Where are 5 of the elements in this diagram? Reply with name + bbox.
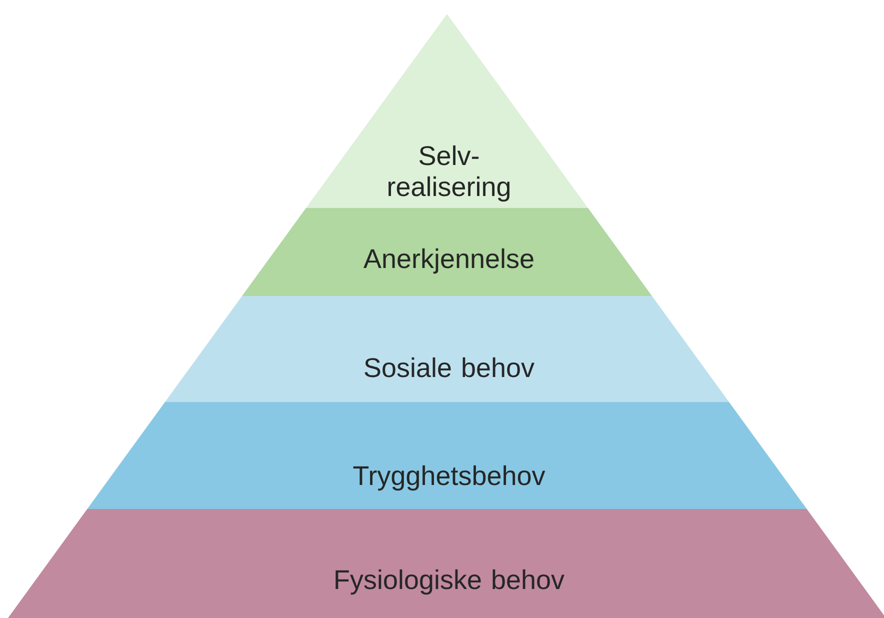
pyramid-level: Anerkjennelse xyxy=(242,208,652,296)
pyramid-level: Selv-realisering xyxy=(306,14,588,208)
pyramid-level: Fysiologiske behov xyxy=(8,508,884,618)
pyramid-level: Trygghetsbehov xyxy=(87,402,807,509)
pyramid-level: Sosiale behov xyxy=(165,296,729,402)
